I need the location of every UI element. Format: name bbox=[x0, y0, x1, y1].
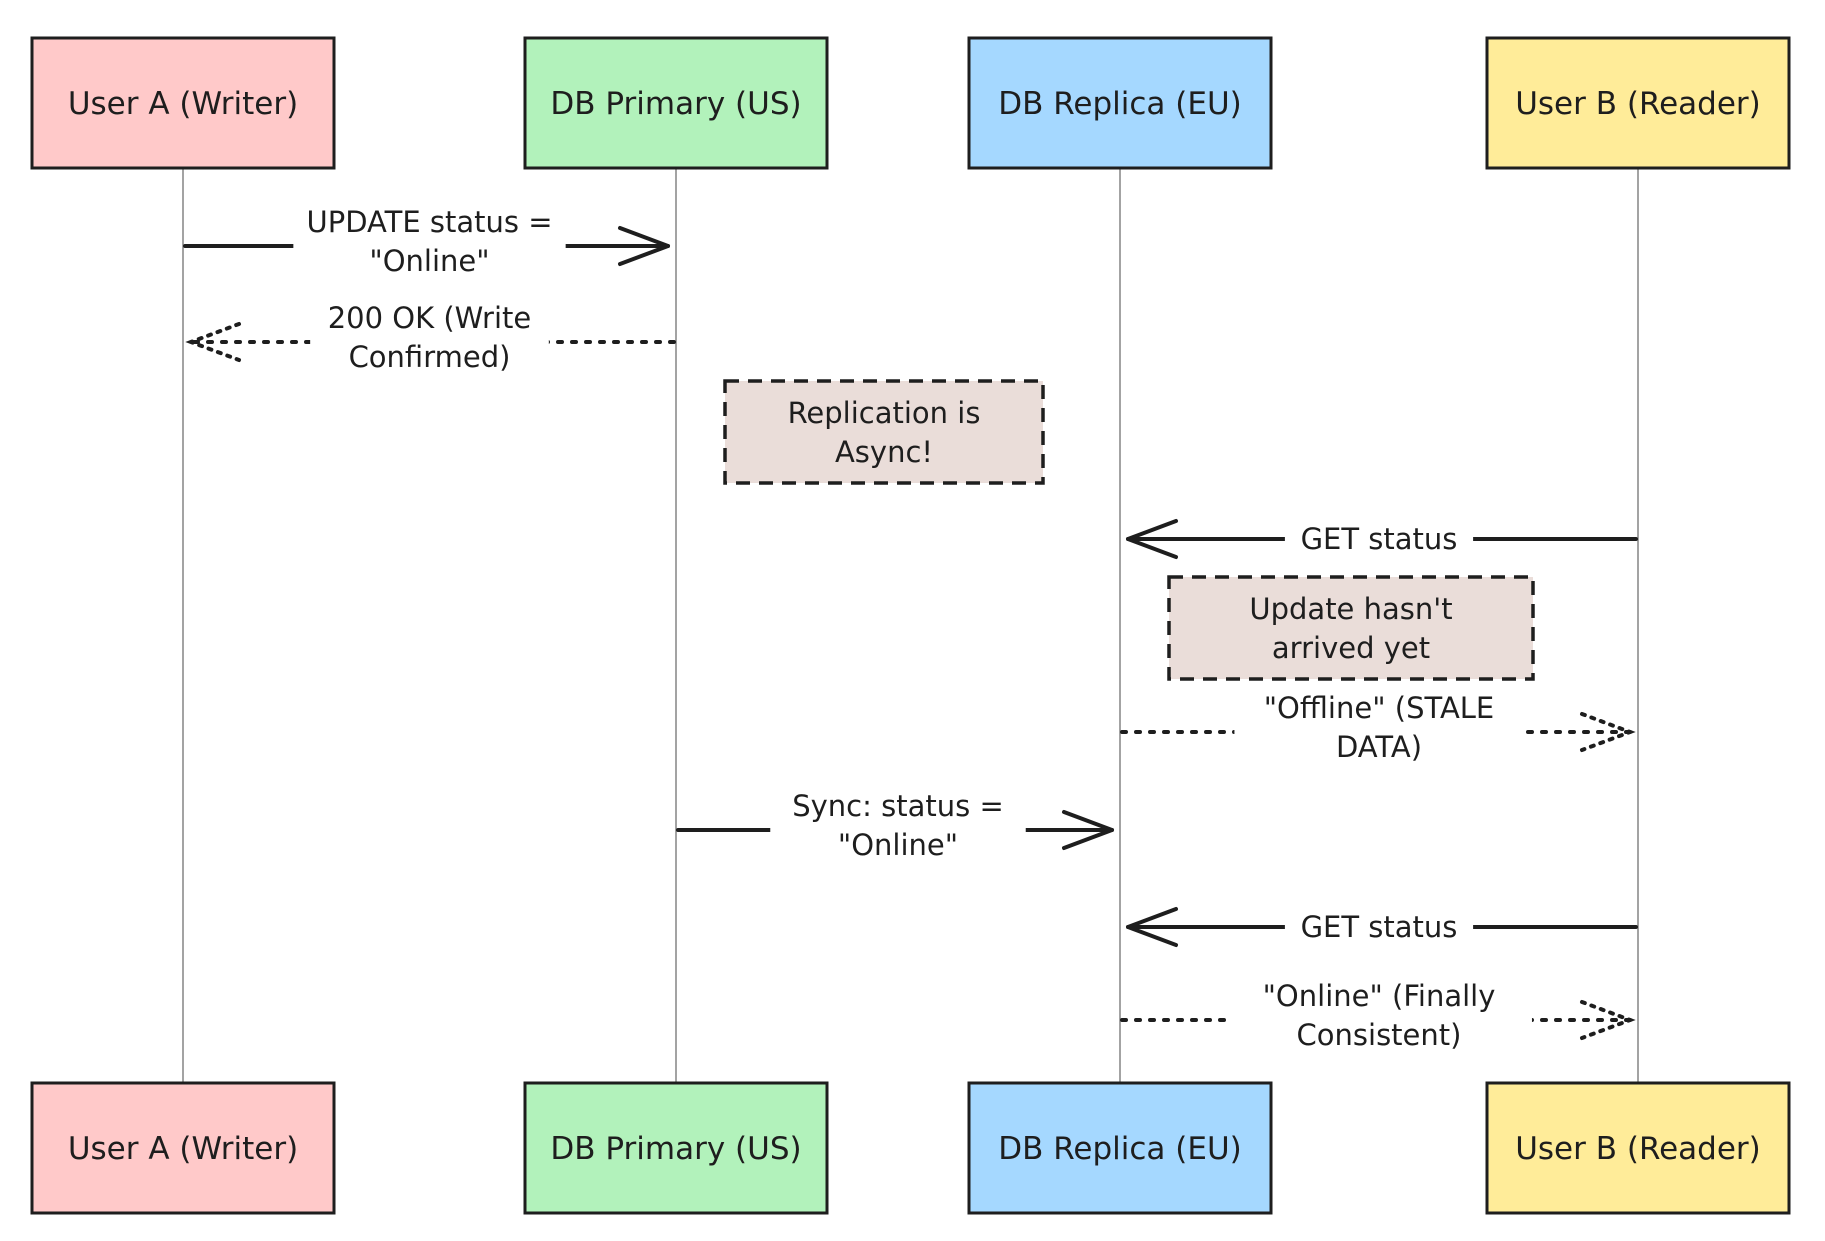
arrowhead-icon bbox=[185, 322, 241, 362]
participant-db-replica-bottom: DB Replica (EU) bbox=[967, 1081, 1273, 1215]
participant-user-b-bottom: User B (Reader) bbox=[1485, 1081, 1791, 1215]
participant-box bbox=[30, 1081, 336, 1215]
message-label: 200 OK (Write bbox=[328, 301, 532, 335]
message-label: "Offline" (STALE bbox=[1264, 691, 1495, 725]
participant-user-a-bottom: User A (Writer) bbox=[30, 1081, 336, 1215]
message-6: GET status bbox=[1126, 907, 1638, 949]
note-box bbox=[723, 379, 1045, 485]
arrowhead-icon bbox=[618, 226, 670, 266]
participant-box bbox=[1485, 1081, 1791, 1215]
participant-box bbox=[967, 36, 1273, 170]
participant-db-replica-top: DB Replica (EU) bbox=[967, 36, 1273, 170]
participant-label: User B (Reader) bbox=[1515, 1131, 1761, 1167]
arrowhead-icon bbox=[1062, 810, 1114, 850]
note-label: arrived yet bbox=[1272, 631, 1430, 665]
participant-label: User B (Reader) bbox=[1515, 86, 1761, 122]
participant-label: User A (Writer) bbox=[68, 86, 298, 122]
message-3: GET status bbox=[1126, 519, 1638, 561]
note-label: Async! bbox=[835, 435, 933, 469]
message-label: "Online" (Finally bbox=[1263, 979, 1496, 1013]
message-5: Sync: status = "Online" bbox=[676, 786, 1114, 867]
message-label-background bbox=[770, 786, 1026, 867]
notes: Replication is Async! Update hasn't arrived… bbox=[723, 379, 1535, 681]
message-label: Consistent) bbox=[1297, 1018, 1462, 1052]
message-label-background bbox=[1284, 519, 1474, 561]
note-label: Update hasn't bbox=[1249, 592, 1452, 626]
participants: User A (Writer) User A (Writer) DB Primary… bbox=[30, 36, 1791, 1215]
message-label-background bbox=[293, 202, 566, 283]
message-label: "Online" bbox=[369, 244, 489, 278]
participant-box bbox=[1485, 36, 1791, 170]
message-label-background bbox=[1284, 907, 1474, 949]
messages: UPDATE status = "Online" 200 OK (WriteConf… bbox=[183, 202, 1638, 1057]
message-label-background bbox=[1226, 976, 1532, 1057]
note-1: Replication is Async! bbox=[723, 379, 1045, 485]
participant-box bbox=[30, 36, 336, 170]
message-label: "Online" bbox=[838, 828, 958, 862]
participant-box bbox=[523, 1081, 829, 1215]
message-label-background bbox=[310, 298, 549, 379]
lifelines bbox=[182, 168, 1639, 1083]
participant-label: DB Replica (EU) bbox=[998, 86, 1241, 122]
arrowhead-icon bbox=[1126, 519, 1178, 559]
arrowhead-icon bbox=[1126, 907, 1178, 947]
message-label: Confirmed) bbox=[349, 340, 511, 374]
message-label: DATA) bbox=[1336, 730, 1422, 764]
message-label-background bbox=[1234, 688, 1524, 769]
note-label: Replication is bbox=[788, 396, 981, 430]
participant-label: DB Primary (US) bbox=[550, 1131, 801, 1167]
participant-label: DB Primary (US) bbox=[550, 86, 801, 122]
participant-box bbox=[967, 1081, 1273, 1215]
message-label: GET status bbox=[1301, 910, 1458, 944]
message-label: Sync: status = bbox=[792, 789, 1004, 823]
message-1: UPDATE status = "Online" bbox=[183, 202, 670, 283]
participant-db-primary-bottom: DB Primary (US) bbox=[523, 1081, 829, 1215]
arrowhead-icon bbox=[1580, 712, 1636, 752]
participant-db-primary-top: DB Primary (US) bbox=[523, 36, 829, 170]
message-label: GET status bbox=[1301, 522, 1458, 556]
note-box bbox=[1167, 575, 1535, 681]
participant-label: User A (Writer) bbox=[68, 1131, 298, 1167]
note-2: Update hasn't arrived yet bbox=[1167, 575, 1535, 681]
participant-box bbox=[523, 36, 829, 170]
participant-user-a-top: User A (Writer) bbox=[30, 36, 336, 170]
message-4: "Offline" (STALE DATA) bbox=[1120, 688, 1636, 769]
arrowhead-icon bbox=[1580, 1000, 1636, 1040]
message-label: UPDATE status = bbox=[306, 205, 552, 239]
participant-user-b-top: User B (Reader) bbox=[1485, 36, 1791, 170]
participant-label: DB Replica (EU) bbox=[998, 1131, 1241, 1167]
